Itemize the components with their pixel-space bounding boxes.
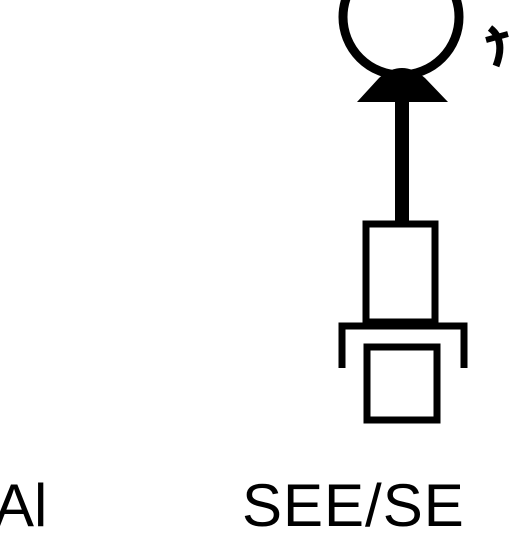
caption-left: Al	[0, 472, 48, 539]
upper-box	[362, 220, 439, 326]
lower-box	[363, 343, 441, 424]
stand-pole	[395, 100, 409, 224]
mount-triangle	[357, 68, 448, 102]
signal-arc	[487, 25, 504, 68]
sensor-head-circle	[338, 0, 464, 80]
signal-arc-tick	[485, 31, 509, 43]
bracket	[338, 322, 468, 368]
sensor-stand-diagram	[338, 0, 509, 424]
caption-right: SEE/SE	[242, 472, 465, 539]
